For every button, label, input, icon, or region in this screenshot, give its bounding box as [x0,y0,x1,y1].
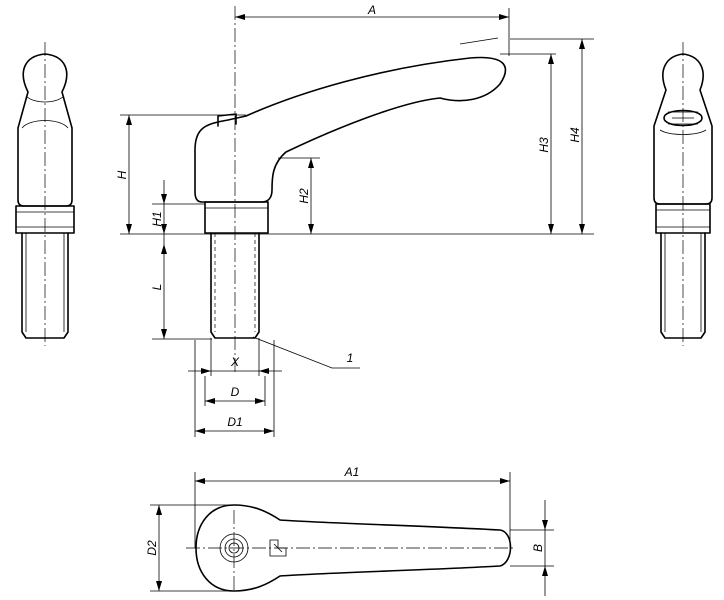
plan-dimensions [150,472,554,596]
label-d1: D1 [227,415,242,429]
plan-view [186,504,516,592]
label-h2: H2 [297,188,311,204]
label-d2: D2 [145,540,159,556]
left-side-view [15,42,75,346]
front-dimensions [120,8,594,437]
label-x: X [230,355,240,369]
label-b: B [531,544,545,552]
label-h3: H3 [537,137,551,153]
label-a1: A1 [344,465,360,479]
label-callout-1: 1 [347,351,354,365]
label-h4: H4 [568,127,582,143]
label-d: D [231,385,240,399]
label-h1: H1 [150,211,164,226]
front-view [194,6,507,372]
label-h: H [115,170,129,179]
label-l: L [150,284,164,291]
label-a: A [367,3,376,17]
right-side-view [653,42,713,346]
